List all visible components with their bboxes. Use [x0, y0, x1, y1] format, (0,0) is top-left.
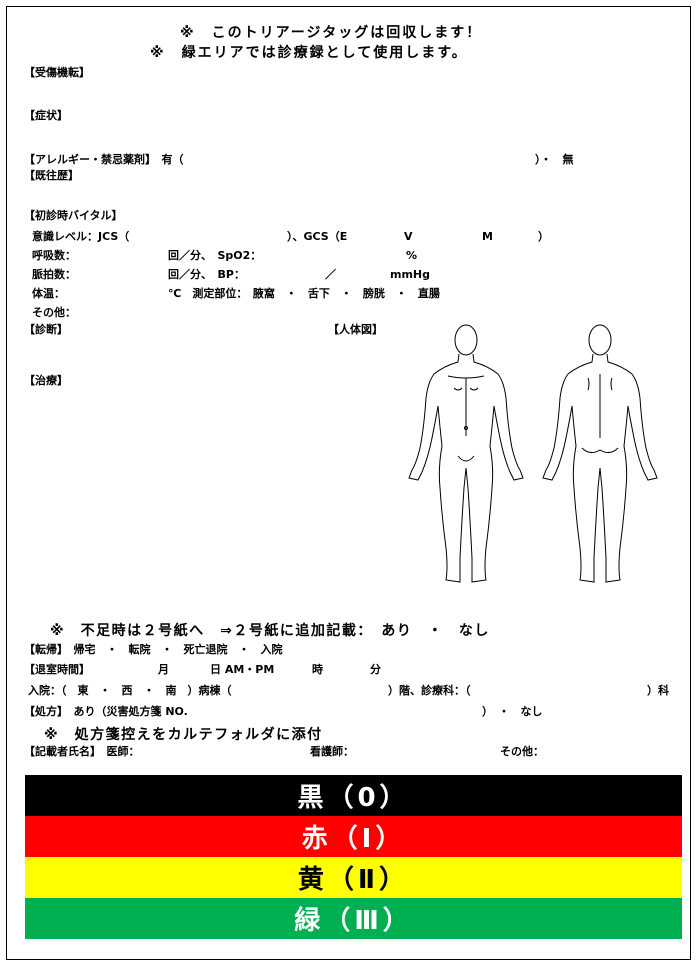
- exit-minute: 分: [370, 663, 381, 676]
- allergy-none: ）・ 無: [535, 153, 574, 166]
- exit-month: 月: [158, 663, 169, 676]
- temp-label: 体温：: [32, 287, 65, 300]
- other-label: その他：: [32, 306, 76, 319]
- exit-day: 日 AM・PM: [210, 663, 275, 676]
- recorder-doctor: 【記載者氏名】 医師：: [24, 745, 140, 758]
- admission-dept: ）科: [647, 684, 669, 697]
- triage-red-band[interactable]: 赤（Ⅰ）: [25, 816, 682, 857]
- header-line-1: ※ このトリアージタッグは回収します！: [180, 25, 483, 41]
- supplement-note: ※ 不足時は２号紙へ ⇒２号紙に追加記載： あり ・ なし: [50, 623, 490, 639]
- exit-time-label: 【退室時間】: [24, 663, 90, 676]
- pulse-label: 脈拍数：: [32, 268, 76, 281]
- attach-note: ※ 処方箋控えをカルテフォルダに添付: [44, 727, 323, 743]
- gcs-m-label: M: [482, 230, 493, 243]
- resp-unit: 回／分、 SpO2：: [168, 249, 262, 262]
- triage-yellow-band[interactable]: 黄（Ⅱ）: [25, 857, 682, 898]
- diagnosis-label: 【診断】: [24, 323, 68, 336]
- injury-mechanism-label: 【受傷機転】: [24, 66, 90, 79]
- pulse-unit: 回／分、 BP：: [168, 268, 245, 281]
- gcs-close: ）: [538, 230, 549, 243]
- admission-line: 入院：（ 東 ・ 西 ・ 南 ）病棟（: [28, 684, 232, 697]
- body-back-figure[interactable]: [538, 318, 668, 596]
- triage-green-band[interactable]: 緑（Ⅲ）: [25, 898, 682, 939]
- admission-floor: ）階、診療科：（: [388, 684, 471, 697]
- consciousness-label: 意識レベル：JCS（: [32, 230, 130, 243]
- triage-black-band[interactable]: 黒（0）: [25, 775, 682, 816]
- history-label: 【既往歴】: [24, 169, 79, 182]
- spo2-unit: %: [406, 249, 418, 262]
- prescription-line: 【処方】 あり（災害処方箋 NO.: [24, 705, 188, 718]
- prescription-none: ） ・ なし: [482, 705, 543, 718]
- temp-unit: ℃ 測定部位： 腋窩 ・ 舌下 ・ 膀胱 ・ 直腸: [168, 287, 440, 300]
- bp-unit: mmHg: [390, 268, 431, 281]
- initial-vitals-label: 【初診時バイタル】: [24, 209, 123, 222]
- recorder-other: その他：: [500, 745, 544, 758]
- form-border: [6, 6, 691, 960]
- disposition-line: 【転帰】 帰宅 ・ 転院 ・ 死亡退院 ・ 入院: [24, 643, 283, 656]
- gcs-label: ）、GCS（E: [287, 230, 348, 243]
- bp-slash: ／: [325, 268, 336, 281]
- body-front-figure[interactable]: [404, 318, 534, 596]
- exit-hour: 時: [312, 663, 323, 676]
- body-chart-label: 【人体図】: [328, 323, 383, 336]
- resp-label: 呼吸数：: [32, 249, 76, 262]
- gcs-v-label: V: [404, 230, 413, 243]
- recorder-nurse: 看護師：: [310, 745, 354, 758]
- symptoms-label: 【症状】: [24, 109, 68, 122]
- allergy-label: 【アレルギー・禁忌薬剤】 有（: [24, 153, 184, 166]
- header-line-2: ※ 緑エリアでは診療録として使用します。: [150, 45, 468, 61]
- treatment-label: 【治療】: [24, 374, 68, 387]
